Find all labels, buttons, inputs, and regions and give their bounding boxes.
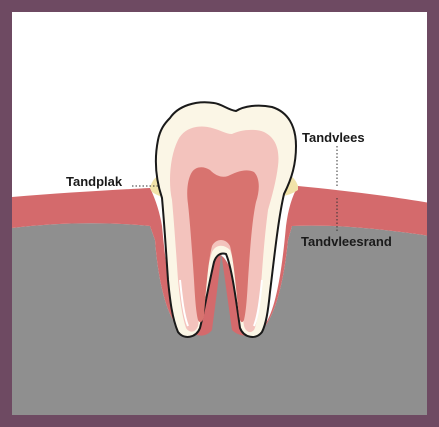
label-gum-margin: Tandvleesrand [301,235,392,248]
label-plaque: Tandplak [66,175,122,188]
label-gum: Tandvlees [302,131,365,144]
